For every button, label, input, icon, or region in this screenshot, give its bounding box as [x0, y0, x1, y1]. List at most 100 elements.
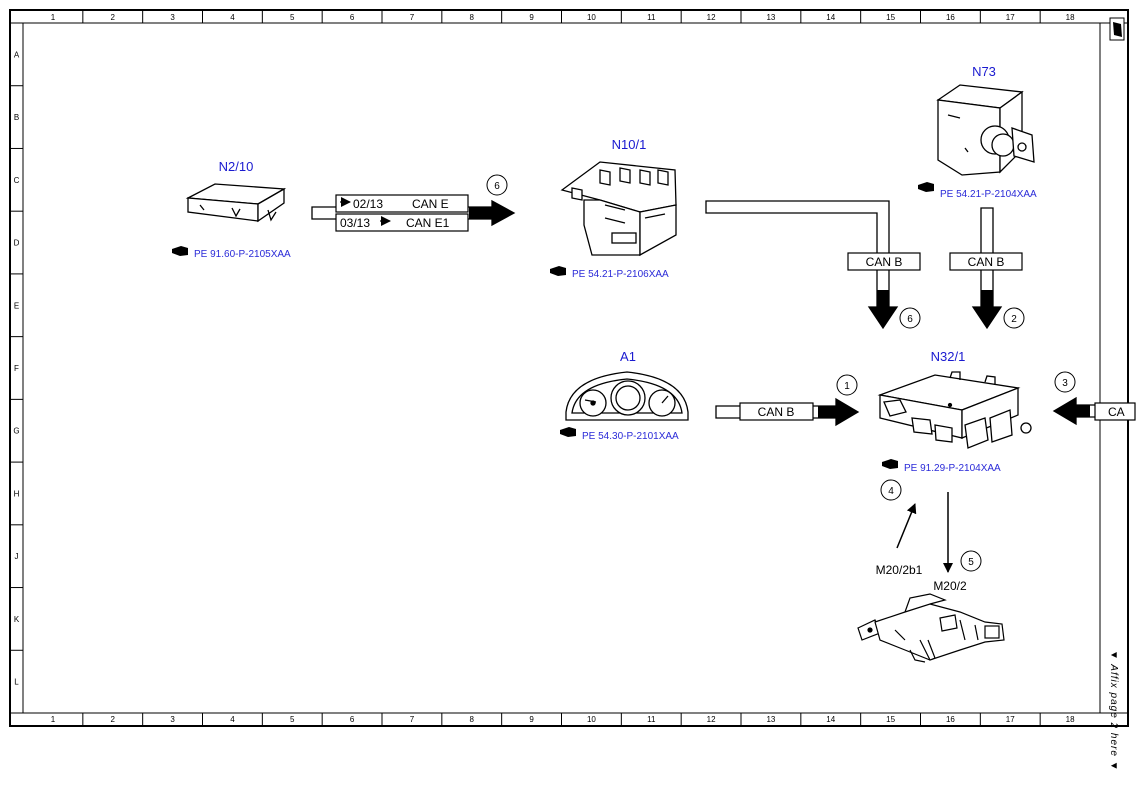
column-number: 16: [946, 715, 955, 724]
column-number: 18: [1066, 715, 1075, 724]
ref-n73[interactable]: PE 54.21-P-2104XAA: [940, 189, 1037, 200]
label-can-b-n73: CAN B: [968, 255, 1005, 269]
column-number: 18: [1066, 13, 1075, 22]
ref-a1[interactable]: PE 54.30-P-2101XAA: [582, 431, 679, 442]
pointing-hand-icon: [560, 427, 576, 437]
column-number: 11: [647, 13, 656, 22]
column-number: 9: [529, 13, 534, 22]
column-number: 2: [111, 715, 116, 724]
column-number: 8: [470, 715, 475, 724]
column-number: 2: [111, 13, 116, 22]
page-corner-icon: [1109, 17, 1125, 41]
column-number: 16: [946, 13, 955, 22]
column-number: 15: [886, 715, 895, 724]
marker-3: 3: [1062, 378, 1068, 389]
marker-2: 2: [1011, 314, 1017, 325]
component-n2-10[interactable]: N2/10 PE 91.60-P-2105XAA: [172, 159, 291, 260]
row-letter: A: [14, 50, 20, 59]
label-m20-2: M20/2: [933, 579, 967, 593]
component-label-n10-1: N10/1: [612, 137, 647, 152]
component-n73[interactable]: N73 PE 54.21-P-2104XAA: [918, 64, 1037, 200]
component-label-n73: N73: [972, 64, 996, 79]
column-number: 7: [410, 715, 415, 724]
row-letter: C: [14, 176, 20, 185]
marker-6a: 6: [494, 181, 500, 192]
ref-n2-10[interactable]: PE 91.60-P-2105XAA: [194, 249, 291, 260]
marker-5: 5: [968, 557, 974, 568]
row-letter: D: [14, 239, 20, 248]
marker-6b: 6: [907, 314, 913, 325]
pin-can-e: 02/13: [353, 197, 383, 211]
column-number: 7: [410, 13, 415, 22]
column-number: 8: [470, 13, 475, 22]
column-number: 13: [766, 13, 775, 22]
row-letter: J: [15, 552, 19, 561]
row-letter: B: [14, 113, 19, 122]
pointing-hand-icon: [550, 266, 566, 276]
bus-can-b-n10-1: CAN B 6: [705, 200, 921, 330]
row-ruler-left: A B C D E F G H J K L: [10, 50, 23, 687]
marker-1: 1: [844, 381, 850, 392]
module-n2-10-icon: [185, 183, 287, 223]
column-number: 13: [766, 715, 775, 724]
label-can-right: CA: [1108, 405, 1125, 419]
column-number: 6: [350, 715, 355, 724]
label-can-b-n10-1: CAN B: [866, 255, 903, 269]
component-label-n32-1: N32/1: [931, 349, 966, 364]
column-number: 1: [51, 715, 56, 724]
column-number: 5: [290, 715, 295, 724]
ref-n32-1[interactable]: PE 91.29-P-2104XAA: [904, 463, 1001, 474]
signal-m20-2: 5 M20/2: [933, 492, 982, 593]
column-number: 12: [707, 715, 716, 724]
row-letter: F: [14, 364, 19, 373]
column-number: 15: [886, 13, 895, 22]
label-can-b-a1: CAN B: [758, 405, 795, 419]
column-number: 12: [707, 13, 716, 22]
column-number: 10: [587, 715, 596, 724]
control-unit-n32-1-icon: [877, 371, 1032, 449]
column-number: 4: [230, 715, 235, 724]
fuse-box-n10-1-icon: [560, 161, 677, 257]
column-number: 10: [587, 13, 596, 22]
component-label-n2-10: N2/10: [219, 159, 254, 174]
component-label-a1: A1: [620, 349, 636, 364]
row-letter: E: [14, 301, 19, 310]
frame: [9, 9, 1129, 727]
instrument-cluster-a1-icon: [565, 371, 689, 421]
pointing-hand-icon: [918, 182, 934, 192]
component-a1[interactable]: A1 PE 54.30-P-2101XAA: [560, 349, 689, 442]
marker-4: 4: [888, 486, 894, 497]
component-n32-1[interactable]: N32/1 PE 91.29-P-2104XAA: [877, 349, 1032, 474]
column-number: 17: [1006, 13, 1015, 22]
column-number: 14: [826, 13, 835, 22]
component-n10-1[interactable]: N10/1 PE 54.21-P-2106XAA: [550, 137, 677, 280]
pointing-hand-icon: [882, 459, 898, 469]
ref-n10-1[interactable]: PE 54.21-P-2106XAA: [572, 269, 669, 280]
row-letter: K: [14, 615, 20, 624]
row-letter: H: [14, 489, 20, 498]
row-letter: L: [14, 678, 19, 687]
column-number: 5: [290, 13, 295, 22]
row-letter: G: [13, 427, 19, 436]
column-number: 3: [170, 715, 175, 724]
column-number: 4: [230, 13, 235, 22]
bus-can-right: CA 3: [1052, 371, 1136, 426]
bus-can-e: 02/13 CAN E 03/13 CAN E1 6: [311, 174, 516, 232]
ignition-switch-n73-icon: [936, 84, 1035, 176]
bus-can-b-a1: CAN B 1: [715, 374, 860, 427]
column-number: 14: [826, 715, 835, 724]
column-number: 11: [647, 715, 656, 724]
column-number: 1: [51, 13, 56, 22]
label-can-e1: CAN E1: [406, 216, 450, 230]
label-m20-2b1: M20/2b1: [876, 563, 923, 577]
steering-column-m20-2-icon: [857, 593, 1005, 663]
column-number: 6: [350, 13, 355, 22]
label-can-e: CAN E: [412, 197, 449, 211]
pin-can-e1: 03/13: [340, 216, 370, 230]
signal-m20-2b1: 4 M20/2b1: [876, 479, 923, 577]
bus-can-b-n73: CAN B 2: [949, 207, 1025, 330]
